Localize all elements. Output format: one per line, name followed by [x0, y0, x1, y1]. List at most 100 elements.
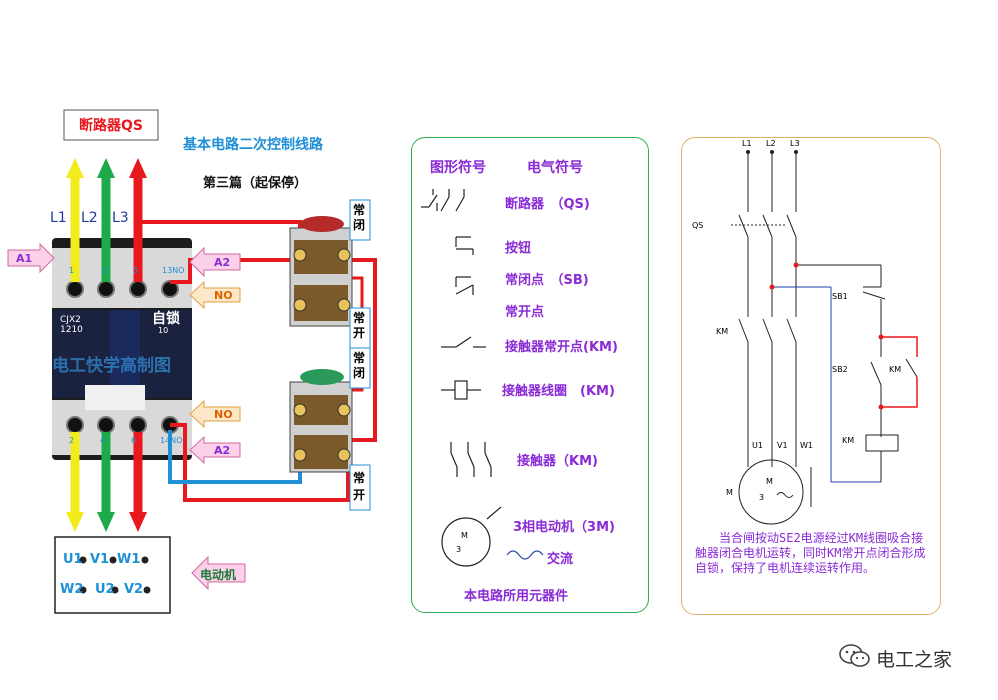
- symbol-legend-drawings: [421, 189, 544, 567]
- terminal-screw: [97, 416, 115, 434]
- nc-label-lower: 常 闭: [353, 351, 366, 380]
- sch-w1: W1: [800, 441, 813, 450]
- contactor-model: CJX2 1210: [60, 315, 83, 335]
- legend-motor-3: 3: [456, 545, 462, 554]
- terminal-screw: [66, 416, 84, 434]
- terminal-screw: [129, 416, 147, 434]
- qs-label: 断路器QS: [79, 118, 143, 134]
- sch-l3: L3: [790, 139, 800, 148]
- junction-dot: [769, 284, 775, 290]
- phase-l2-label: L2: [81, 210, 98, 226]
- sch-l2: L2: [766, 139, 776, 148]
- a1-arrow: [7, 242, 55, 274]
- top-terminal-1: 1: [69, 266, 75, 275]
- legend-row-nc: 常闭点 （SB): [505, 273, 589, 288]
- stop-button-cap: [300, 216, 344, 232]
- contactor-model-sub: 10: [158, 326, 169, 335]
- sch-v1: V1: [777, 441, 788, 450]
- watermark-text: 电工快学高制图: [52, 356, 171, 376]
- legend-row-ac: 交流: [547, 552, 574, 567]
- sch-u1: U1: [752, 441, 763, 450]
- legend-col-graphic: 图形符号: [430, 160, 486, 176]
- top-terminal-5: 5: [133, 266, 139, 275]
- diagram-subtitle: 第三篇（起保停）: [203, 176, 308, 191]
- legend-row-coil: 接触器线圈 (KM): [502, 384, 615, 399]
- no-top-arrow: [189, 280, 241, 310]
- control-wire-red-bottom: [170, 423, 350, 502]
- arrow-up-red: [129, 158, 147, 178]
- qs-box: [63, 109, 159, 141]
- sch-km-main: KM: [716, 327, 729, 336]
- legend-row-breaker: 断路器 （QS): [505, 197, 590, 212]
- terminal-dot: [770, 150, 774, 154]
- junction-dot: [878, 334, 884, 340]
- sch-3: 3: [759, 493, 765, 502]
- sch-km-aux: KM: [889, 365, 902, 374]
- legend-motor-m: M: [461, 531, 468, 540]
- top-terminal-3: 3: [102, 266, 108, 275]
- sch-m-outside: M: [726, 488, 733, 497]
- motor-term-v2: V2: [124, 582, 144, 597]
- phase-l1-label: L1: [50, 210, 67, 226]
- terminal-dot: [794, 150, 798, 154]
- schematic-panel: [681, 137, 941, 615]
- nc-label-top: 常 闭: [353, 203, 366, 232]
- motor-term-u1: U1: [63, 552, 83, 567]
- motor-arrow: [191, 555, 246, 591]
- no-label-top: 常 开: [353, 311, 366, 340]
- top-terminal-13no: 13NO: [162, 266, 185, 275]
- sch-m-inside: M: [766, 477, 773, 486]
- motor-term-u2: U2: [95, 582, 115, 597]
- legend-row-contactor: 接触器（KM): [517, 454, 598, 469]
- a2-top-arrow: [189, 246, 241, 278]
- terminal-screw: [66, 280, 84, 298]
- motor-terminal-box: [54, 536, 171, 614]
- junction-dot: [878, 404, 884, 410]
- self-lock-label: 自锁: [152, 311, 180, 327]
- legend-col-electric: 电气符号: [527, 160, 583, 176]
- a2-bottom-label: A2: [214, 444, 231, 457]
- junction-dot: [793, 262, 799, 268]
- no-label-bottom: 常 开: [353, 471, 366, 502]
- bottom-terminal-6: 6: [131, 436, 137, 445]
- a1-label: A1: [16, 252, 33, 265]
- legend-footer: 本电路所用元器件: [464, 589, 569, 604]
- sch-km-coil: KM: [842, 436, 855, 445]
- a2-top-label: A2: [214, 256, 231, 269]
- sch-l1: L1: [742, 139, 752, 148]
- start-button-cap: [300, 369, 344, 385]
- sch-sb2: SB2: [832, 365, 848, 374]
- arrow-down-green: [97, 512, 115, 532]
- legend-row-no: 常开点: [505, 305, 545, 320]
- bottom-terminal-14no: 14NO: [160, 436, 183, 445]
- schematic-drawing: [731, 150, 918, 525]
- terminal-screw: [129, 280, 147, 298]
- wechat-icon: [839, 644, 870, 667]
- brand-label: 电工之家: [876, 649, 953, 671]
- legend-row-km-no: 接触器常开点(KM): [505, 340, 618, 355]
- arrow-down-red: [129, 512, 147, 532]
- schematic-description: 当合闸按动SE2电源经过KM线圈吸合接触器闭合电机运转，同时KM常开点闭合形成自…: [695, 531, 926, 575]
- bottom-terminal-2: 2: [69, 436, 75, 445]
- arrow-down-yellow: [66, 512, 84, 532]
- legend-row-button: 按钮: [505, 241, 532, 256]
- phase-l3-label: L3: [112, 210, 129, 226]
- motor-term-w1: W1: [117, 552, 141, 567]
- self-lock-wire: [881, 336, 918, 357]
- motor-box-label: 电动机: [200, 568, 237, 582]
- bottom-terminal-4: 4: [100, 436, 106, 445]
- legend-row-motor: 3相电动机（3M): [513, 520, 615, 535]
- no-bottom-label: NO: [214, 408, 233, 421]
- terminal-dot: [746, 150, 750, 154]
- diagram-title: 基本电路二次控制线路: [183, 137, 323, 153]
- arrow-up-yellow: [66, 158, 84, 178]
- motor-term-v1: V1: [90, 552, 110, 567]
- left-wiring-diagram: [7, 109, 377, 614]
- no-top-label: NO: [214, 289, 233, 302]
- motor-term-w2: W2: [60, 582, 84, 597]
- sch-sb1: SB1: [832, 292, 848, 301]
- arrow-up-green: [97, 158, 115, 178]
- symbol-legend-panel: [411, 137, 649, 613]
- a2-bottom-arrow: [189, 435, 241, 465]
- sch-qs: QS: [692, 221, 704, 230]
